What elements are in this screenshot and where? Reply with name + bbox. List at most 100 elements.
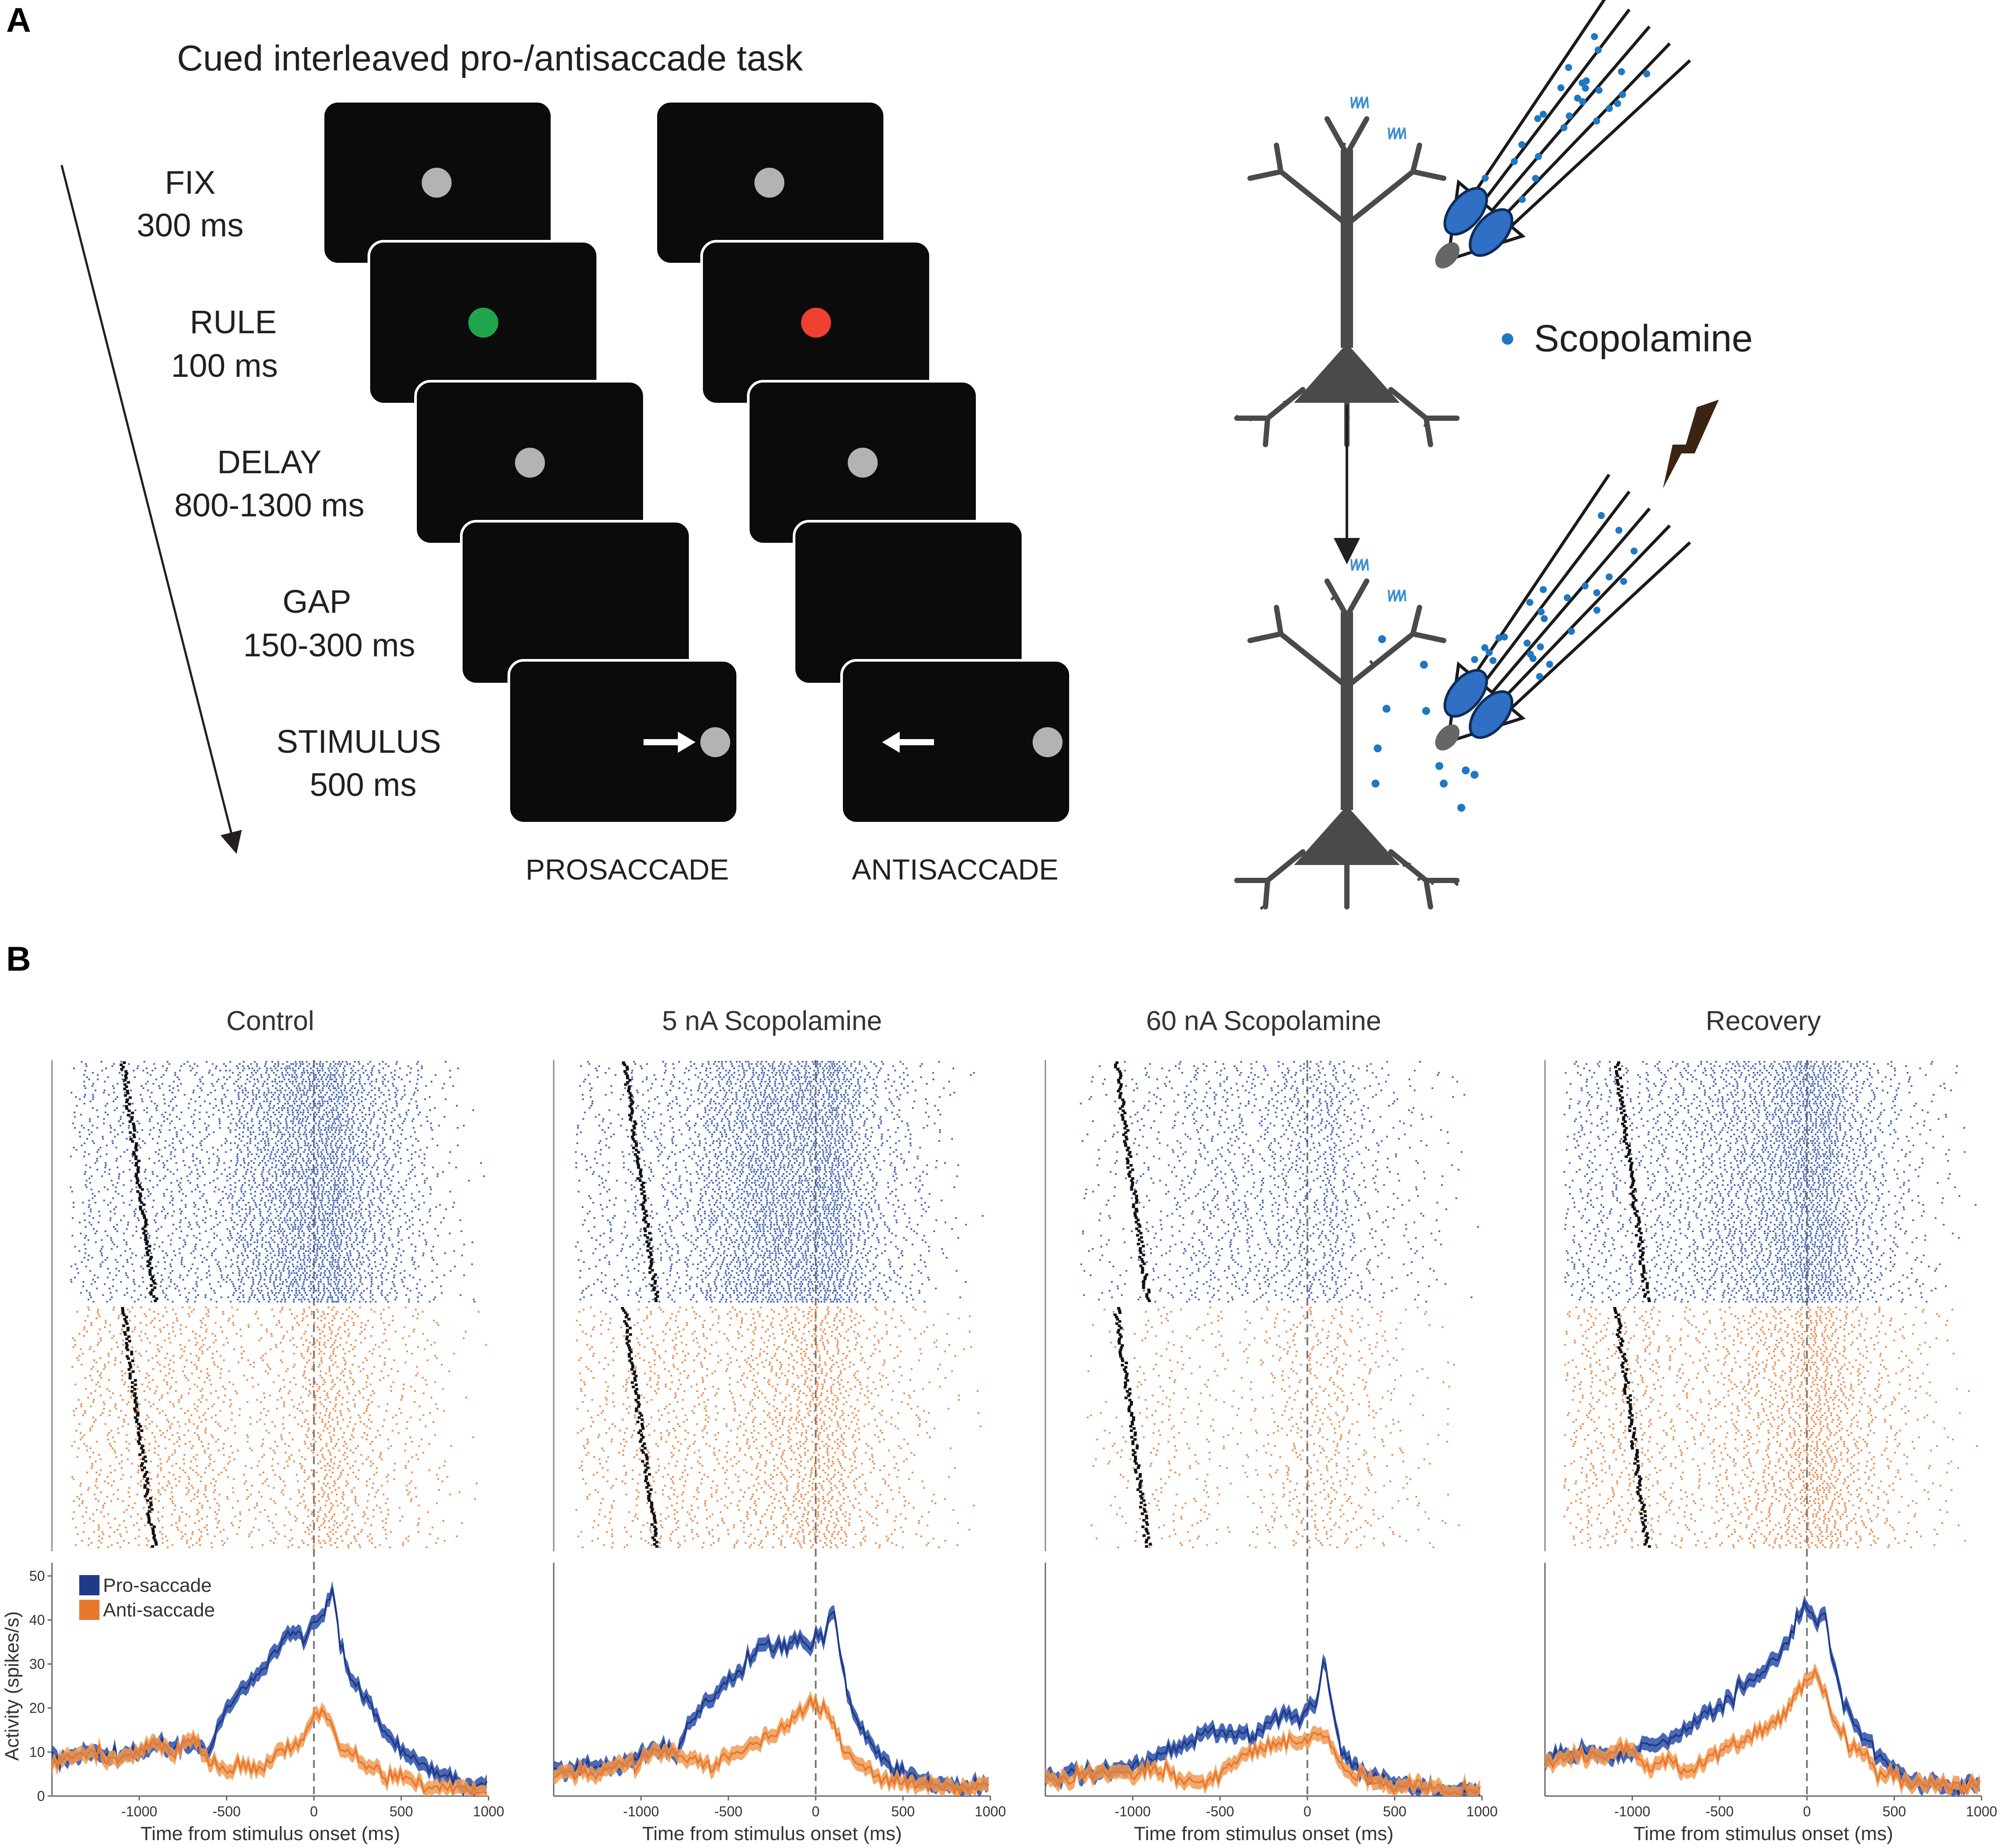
condition-prosaccade: PROSACCADE	[526, 853, 729, 886]
legend-swatch	[79, 1600, 99, 1620]
chart-title: Control	[226, 1006, 314, 1036]
panel-b-letter: B	[6, 939, 31, 978]
ejected-drug-dots	[1372, 635, 1478, 812]
x-tick-label: 0	[310, 1804, 318, 1819]
y-tick-label: 10	[29, 1744, 45, 1760]
stage-stimulus-name: STIMULUS	[276, 723, 441, 760]
stage-delay-name: DELAY	[217, 444, 321, 480]
series-line-anti	[51, 1707, 488, 1796]
x-tick-label: 500	[1383, 1804, 1406, 1819]
x-tick-label: -1000	[623, 1804, 659, 1819]
x-tick-label: 500	[891, 1804, 915, 1819]
x-tick-label: -1000	[121, 1804, 157, 1819]
time-arrow	[60, 165, 242, 854]
pyramidal-neuron-icon	[1234, 96, 1460, 447]
raster-anti	[575, 1307, 982, 1548]
y-tick-label: 0	[37, 1788, 45, 1804]
chart-panel-1: Control -1000 -500 0 500 1000 0 10 20 30 40 50Activ…	[1, 1006, 504, 1844]
pyramidal-neuron-icon	[1234, 559, 1460, 910]
anti-rule-cue-red	[801, 308, 831, 338]
raster-anti	[71, 1307, 487, 1548]
y-axis-label: Activity (spikes/s)	[1, 1611, 23, 1761]
arrow-left-icon	[882, 732, 934, 753]
stimulus-dot	[700, 727, 730, 757]
fixation-dot	[422, 168, 452, 198]
drug-legend-label: Scopolamine	[1534, 317, 1753, 360]
screen-pro-stimulus	[508, 659, 739, 825]
x-tick-label: -500	[714, 1804, 743, 1819]
x-tick-label: -500	[1706, 1804, 1734, 1819]
raster-pro	[1080, 1061, 1479, 1303]
x-axis-label: Time from stimulus onset (ms)	[642, 1823, 902, 1844]
micropipette-electrode-icon	[1435, 0, 1691, 269]
x-tick-label: 1000	[1966, 1804, 1997, 1819]
task-title: Cued interleaved pro-/antisaccade task	[177, 38, 803, 78]
screen-anti-stimulus	[840, 659, 1072, 825]
series-line-anti	[1544, 1667, 1981, 1797]
stage-delay-duration: 800-1300 ms	[174, 487, 364, 523]
series-line-anti	[1045, 1732, 1481, 1796]
x-tick-label: 500	[1883, 1804, 1906, 1819]
x-tick-label: 1000	[975, 1804, 1006, 1819]
y-tick-label: 50	[29, 1568, 45, 1584]
y-tick-label: 20	[29, 1700, 45, 1716]
raster-pro	[1563, 1061, 1977, 1303]
chart-title: 5 nA Scopolamine	[662, 1006, 882, 1036]
x-axis-label: Time from stimulus onset (ms)	[1134, 1823, 1394, 1844]
x-tick-label: 1000	[1466, 1804, 1497, 1819]
panel-a-letter: A	[6, 0, 31, 39]
fixation-dot	[848, 448, 878, 478]
stage-gap-name: GAP	[283, 583, 351, 620]
stimulus-dot	[1033, 727, 1063, 757]
stage-labels: FIX 300 ms RULE 100 ms DELAY 800-1300 ms…	[137, 164, 441, 803]
stage-gap-duration: 150-300 ms	[243, 627, 416, 663]
antisaccade-screens	[655, 100, 1072, 825]
x-tick-label: 1000	[473, 1804, 504, 1819]
legend-swatch	[79, 1575, 99, 1595]
sem-band-pro	[1545, 1595, 1980, 1796]
pro-rule-cue-green	[468, 308, 498, 338]
chart-title: 60 nA Scopolamine	[1146, 1006, 1381, 1036]
raster-anti	[1563, 1307, 1978, 1548]
raster-anti	[1087, 1307, 1460, 1548]
sem-band-anti	[554, 1690, 989, 1796]
x-axis-label: Time from stimulus onset (ms)	[140, 1823, 400, 1844]
sem-band-anti	[52, 1702, 487, 1796]
series-line-anti	[553, 1695, 989, 1797]
y-tick-label: 40	[29, 1612, 45, 1628]
fixation-dot	[754, 168, 784, 198]
x-tick-label: 0	[1303, 1804, 1311, 1819]
stage-fix-name: FIX	[165, 164, 215, 201]
x-tick-label: 500	[390, 1804, 413, 1819]
prosaccade-screens	[322, 100, 739, 825]
y-tick-label: 30	[29, 1656, 45, 1672]
x-axis-label: Time from stimulus onset (ms)	[1633, 1823, 1893, 1844]
fixation-dot	[515, 448, 545, 478]
condition-antisaccade: ANTISACCADE	[852, 853, 1058, 886]
raster-pro	[70, 1061, 485, 1303]
chart-title: Recovery	[1706, 1006, 1821, 1036]
stage-rule-name: RULE	[190, 304, 276, 340]
micropipette-electrode-icon	[1435, 474, 1691, 751]
arrow-right-icon	[644, 732, 695, 753]
x-tick-label: -500	[1206, 1804, 1234, 1819]
legend-label: Pro-saccade	[103, 1575, 212, 1596]
stage-stimulus-duration: 500 ms	[310, 766, 417, 803]
current-pulse-icon	[1663, 400, 1719, 489]
x-tick-label: 0	[812, 1804, 820, 1819]
legend-label: Anti-saccade	[103, 1599, 215, 1621]
x-tick-label: 0	[1803, 1804, 1811, 1819]
x-tick-label: -500	[213, 1804, 241, 1819]
drug-legend-dot	[1502, 333, 1513, 345]
panel-b-charts: Control -1000 -500 0 500 1000 0 10 20 30 40 50Activ…	[1, 1006, 1997, 1844]
x-tick-label: -1000	[1114, 1804, 1151, 1819]
x-tick-label: -1000	[1614, 1804, 1650, 1819]
raster-pro	[575, 1061, 984, 1303]
stage-rule-duration: 100 ms	[171, 347, 278, 384]
stage-fix-duration: 300 ms	[137, 207, 244, 243]
